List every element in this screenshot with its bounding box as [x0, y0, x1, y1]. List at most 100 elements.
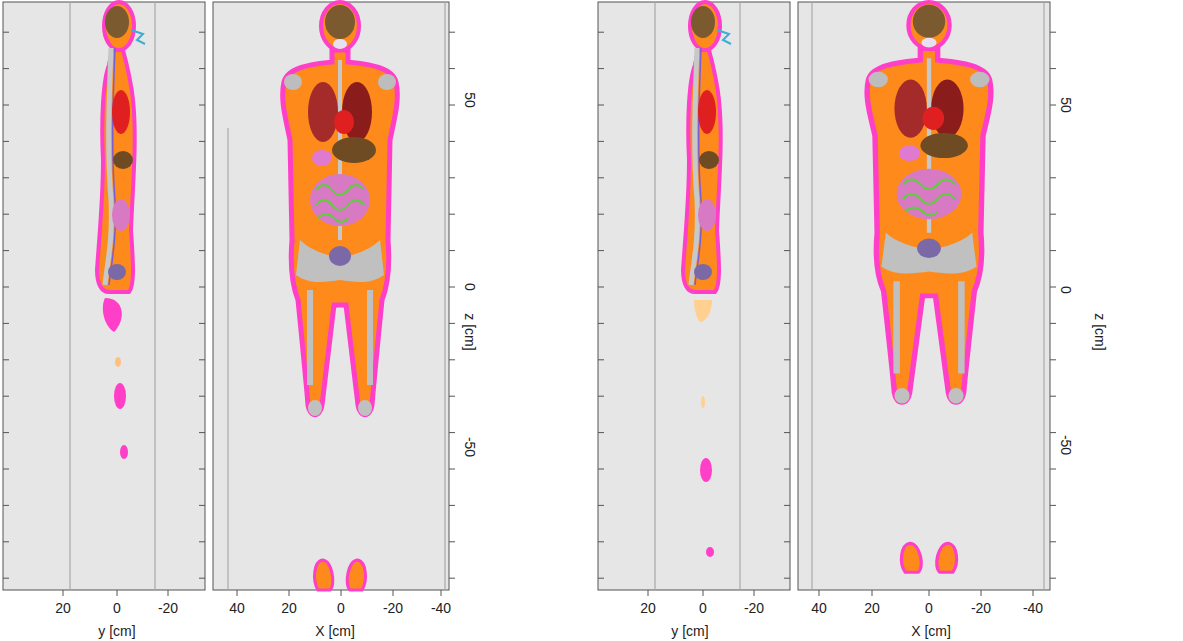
- z-ticks-part: [1050, 469, 1056, 470]
- z-ticks-part: [3, 177, 9, 178]
- z-ticks-part: [199, 578, 205, 579]
- z-ticks-part: [598, 505, 604, 506]
- axis-title: X [cm]: [315, 624, 355, 638]
- z-ticks-part: [449, 32, 455, 33]
- z-ticks-part: [1050, 68, 1056, 69]
- tick-label: 0: [1059, 286, 1073, 294]
- z-ticks-part: [199, 214, 205, 215]
- z-ticks-part: [598, 287, 604, 288]
- z-ticks-part: [1050, 214, 1056, 215]
- tick-label: -50: [463, 437, 477, 457]
- phantom-2-part: [283, 2, 398, 590]
- panel-frames-part: [598, 2, 790, 590]
- z-ticks-part: [598, 432, 604, 433]
- z-ticks-part: [3, 287, 9, 288]
- axis-ticks-part: [441, 590, 442, 596]
- axis-ticks-part: [1033, 590, 1034, 596]
- z-ticks-part: [199, 105, 205, 106]
- phantom-1-part: [115, 357, 121, 367]
- z-ticks-part: [199, 68, 205, 69]
- z-ticks-part: [3, 32, 9, 33]
- phantom-3-part: [701, 396, 705, 408]
- tick-label: -40: [1023, 601, 1043, 615]
- phantom-3: [683, 2, 731, 557]
- panel-frames-part: [3, 2, 205, 590]
- z-ticks-part: [1050, 323, 1056, 324]
- phantom-1-part: [120, 445, 128, 459]
- z-ticks-part: [598, 578, 604, 579]
- z-ticks-part: [784, 359, 790, 360]
- axis-ticks-part: [237, 590, 238, 596]
- tick-label: 40: [229, 601, 245, 615]
- tick-label: -50: [1059, 435, 1073, 455]
- tick-label: 40: [811, 601, 827, 615]
- z-ticks: [3, 32, 1056, 578]
- guide-lines-part: [444, 2, 445, 590]
- z-ticks-part: [598, 214, 604, 215]
- z-ticks-part: [1050, 396, 1056, 397]
- tick-label: 20: [55, 601, 71, 615]
- z-ticks-part: [1050, 32, 1056, 33]
- z-ticks-part: [199, 250, 205, 251]
- z-ticks-part: [449, 68, 455, 69]
- tick-label: 50: [1059, 97, 1073, 113]
- z-ticks-part: [199, 469, 205, 470]
- phantom-3-part: [706, 547, 714, 557]
- z-ticks-part: [598, 396, 604, 397]
- z-ticks-part: [784, 578, 790, 579]
- z-ticks-part: [3, 578, 9, 579]
- z-ticks-part: [598, 359, 604, 360]
- phantom-3-part: [694, 300, 712, 322]
- z-ticks-part: [449, 250, 455, 251]
- z-ticks-part: [3, 323, 9, 324]
- axis-ticks-part: [819, 590, 820, 596]
- phantom-4: [867, 2, 991, 572]
- z-ticks-part: [199, 359, 205, 360]
- z-ticks-part: [3, 541, 9, 542]
- z-ticks-part: [784, 469, 790, 470]
- z-ticks-part: [3, 432, 9, 433]
- z-ticks-part: [598, 68, 604, 69]
- guide-lines-part: [1043, 2, 1044, 590]
- axis-ticks-part: [393, 590, 394, 596]
- guide-lines: [70, 2, 1044, 590]
- tick-label: 0: [699, 601, 707, 615]
- z-ticks-part: [199, 432, 205, 433]
- axis-ticks-part: [168, 590, 169, 596]
- panel-frames: [3, 2, 1050, 590]
- axis-ticks-part: [63, 590, 64, 596]
- z-ticks-part: [3, 396, 9, 397]
- z-ticks-part: [3, 141, 9, 142]
- z-ticks-part: [449, 396, 455, 397]
- z-ticks-part: [784, 250, 790, 251]
- z-ticks-part: [598, 105, 604, 106]
- axis-title: z [cm]: [463, 313, 477, 350]
- axis-ticks-part: [981, 590, 982, 596]
- panel-frames-part: [213, 2, 449, 590]
- axis-ticks-part: [648, 590, 649, 596]
- z-ticks-part: [199, 141, 205, 142]
- z-ticks-part: [1050, 177, 1056, 178]
- axis-ticks-part: [341, 590, 342, 596]
- z-ticks-part: [449, 359, 455, 360]
- phantom-2: [283, 2, 398, 590]
- z-ticks-part: [1050, 287, 1056, 288]
- guide-lines-part: [227, 128, 228, 590]
- z-ticks-part: [1050, 541, 1056, 542]
- z-ticks-part: [3, 250, 9, 251]
- axis-ticks: [63, 590, 1033, 596]
- z-ticks-part: [449, 177, 455, 178]
- guide-lines-part: [739, 2, 740, 590]
- phantom-1-part: [97, 2, 145, 292]
- tick-label: -20: [971, 601, 991, 615]
- z-ticks-part: [784, 432, 790, 433]
- z-ticks-part: [199, 32, 205, 33]
- tick-label: 0: [925, 601, 933, 615]
- z-ticks-part: [784, 214, 790, 215]
- z-ticks-part: [449, 541, 455, 542]
- guide-lines-part: [154, 2, 155, 590]
- axis-ticks-part: [929, 590, 930, 596]
- z-ticks-part: [3, 505, 9, 506]
